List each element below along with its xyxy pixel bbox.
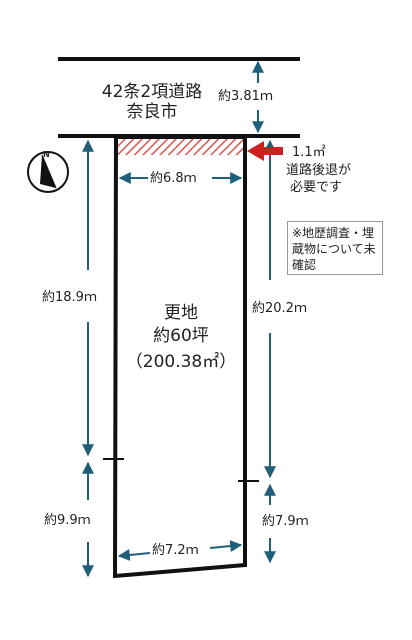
lot-outline xyxy=(112,135,247,579)
setback-arrow-icon xyxy=(247,141,283,161)
compass-north-label: N xyxy=(43,150,50,159)
setback-note-line1: 道路後退が xyxy=(286,163,352,178)
lot-area-tsubo-label: 約60坪 xyxy=(153,326,209,346)
setback-area xyxy=(117,138,244,155)
rear-width-label: 約7.2ｍ xyxy=(152,543,199,558)
right-upper-length-label: 約20.2ｍ xyxy=(252,301,307,316)
left-upper-length-label: 約18.9ｍ xyxy=(42,290,97,305)
road-width-label: 約3.81ｍ xyxy=(218,89,273,104)
setback-note-line2: 必要です xyxy=(290,180,343,195)
frontage-width-label: 約6.8ｍ xyxy=(150,171,197,186)
rear-arrow-left xyxy=(117,548,151,561)
lot-status-label: 更地 xyxy=(164,303,198,323)
survey-note-box: ※地歴調査・埋蔵物について未確認 xyxy=(287,221,383,275)
setback-area-label: 1.1㎡ xyxy=(292,145,326,160)
road-type-label: 42条2項道路 xyxy=(101,82,203,102)
rear-arrow-right xyxy=(209,540,243,553)
north-compass-icon xyxy=(27,151,69,193)
left-lower-length-label: 約9.9ｍ xyxy=(44,513,91,528)
road-city-label: 奈良市 xyxy=(126,102,178,122)
lot-area-sqm-label: （200.38㎡） xyxy=(125,352,237,372)
right-lower-length-label: 約7.9ｍ xyxy=(262,514,309,529)
